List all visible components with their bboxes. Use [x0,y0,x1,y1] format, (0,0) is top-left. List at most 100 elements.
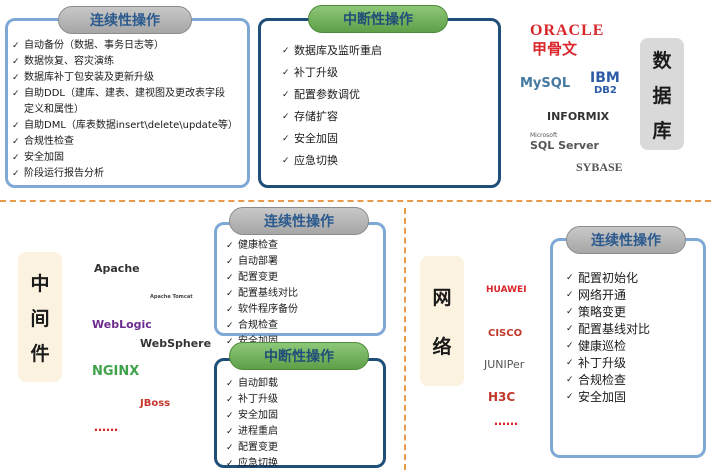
check-icon: ✓ [12,121,20,131]
list-item: ✓软件程序备份 [226,302,384,318]
check-icon: ✓ [226,289,234,299]
check-icon: ✓ [566,392,574,402]
db-interrupt-list: ✓数据库及监听重启 ✓补丁升级 ✓配置参数调优 ✓存储扩容 ✓安全加固 ✓应急切… [282,40,492,172]
db-section-label: 数 据 库 [640,38,684,150]
check-icon: ✓ [12,153,20,163]
check-icon: ✓ [12,89,20,99]
middleware-section-label: 中 间 件 [18,252,62,382]
check-icon: ✓ [226,411,234,421]
list-item: ✓自助DML（库表数据insert\delete\update等） [12,118,248,134]
db-interrupt-title: 中断性操作 [308,5,448,33]
net-continuous-title: 连续性操作 [566,226,686,254]
list-item: ✓配置基线对比 [226,286,384,302]
check-icon: ✓ [226,427,234,437]
db-continuous-title: 连续性操作 [58,6,192,34]
check-icon: ✓ [226,459,234,469]
microsoft-logo: Microsoft [530,132,558,139]
check-icon: ✓ [226,305,234,315]
list-item: ✓配置基线对比 [566,322,651,336]
tomcat-logo: Apache Tomcat [150,294,193,300]
list-item: ✓自助DDL（建库、建表、建视图及更改表字段 [12,86,248,102]
mw-continuous-title: 连续性操作 [229,207,369,235]
check-icon: ✓ [12,41,20,51]
check-icon: ✓ [282,112,290,122]
check-icon: ✓ [226,443,234,453]
list-item: ✓自动备份（数据、事务日志等） [12,38,248,54]
check-icon: ✓ [566,324,574,334]
list-item: ✓合规检查 [226,318,384,334]
list-item: ✓应急切换 [226,456,384,472]
check-icon: ✓ [566,307,574,317]
net-continuous-list: ✓配置初始化 ✓网络开通 ✓策略变更 ✓配置基线对比 ✓健康巡检 ✓补丁升级 ✓… [566,270,702,406]
check-icon: ✓ [12,73,20,83]
list-item: ✓进程重启 [226,424,384,440]
list-item: ✓安全加固 [566,390,627,404]
oracle-cn-logo: 甲骨文 [532,40,578,58]
mw-interrupt-title: 中断性操作 [229,342,369,370]
middleware-more: …… [94,420,118,434]
list-item: ✓阶段运行报告分析 [12,166,248,182]
h3c-logo: H3C [488,390,516,404]
list-item: ✓配置变更 [226,270,384,286]
mysql-logo: MySQL [520,76,571,91]
list-item: ✓数据库及监听重启 [282,40,492,62]
network-more: …… [494,414,518,428]
list-item: ✓网络开通 [566,288,627,302]
ibm-logo: IBM [590,70,620,86]
section-divider-vertical [404,208,406,470]
cisco-logo: CISCO [488,328,523,339]
mw-interrupt-list: ✓自动卸载 ✓补丁升级 ✓安全加固 ✓进程重启 ✓配置变更 ✓应急切换 [226,376,384,472]
apache-logo: Apache [94,262,140,275]
weblogic-logo: WebLogic [92,318,152,331]
check-icon: ✓ [226,241,234,251]
network-section-label: 网 络 [420,256,464,386]
sqlserver-logo: SQL Server [530,139,599,152]
huawei-logo: HUAWEI [486,285,527,295]
list-item: ✓补丁升级 [282,62,492,84]
check-icon: ✓ [226,337,234,347]
list-item: ✓配置初始化 [566,271,639,285]
list-item: ✓健康检查 [226,238,384,254]
list-item: ✓补丁升级 [226,392,384,408]
list-item: ✓配置参数调优 [282,84,492,106]
check-icon: ✓ [282,156,290,166]
check-icon: ✓ [12,137,20,147]
check-icon: ✓ [12,57,20,67]
informix-logo: INFORMIX [547,110,610,123]
check-icon: ✓ [282,134,290,144]
list-item: ✓配置变更 [226,440,384,456]
db-interrupt-box [258,18,501,188]
check-icon: ✓ [566,273,574,283]
check-icon: ✓ [226,395,234,405]
mw-continuous-list: ✓健康检查 ✓自动部署 ✓配置变更 ✓配置基线对比 ✓软件程序备份 ✓合规检查 … [226,238,384,350]
juniper-logo: JUNIPer [484,358,525,371]
list-item: ✓自动部署 [226,254,384,270]
list-item: ✓安全加固 [226,334,384,350]
list-item: ✓安全加固 [12,150,248,166]
list-item: ✓合规性检查 [12,134,248,150]
check-icon: ✓ [226,321,234,331]
check-icon: ✓ [566,358,574,368]
section-divider-horizontal [0,200,711,202]
check-icon: ✓ [566,341,574,351]
check-icon: ✓ [12,169,20,179]
check-icon: ✓ [566,290,574,300]
list-item: ✓健康巡检 [566,339,627,353]
oracle-logo: ORACLE [530,22,605,39]
list-item: ✓数据库补丁包安装及更新升级 [12,70,248,86]
list-item: ✓存储扩容 [282,106,492,128]
check-icon: ✓ [226,257,234,267]
check-icon: ✓ [282,68,290,78]
check-icon: ✓ [226,273,234,283]
sybase-logo: SYBASE [576,160,623,174]
db-continuous-list: ✓自动备份（数据、事务日志等） ✓数据恢复、容灾演练 ✓数据库补丁包安装及更新升… [12,38,248,182]
nginx-logo: NGINX [92,364,140,379]
list-item: ✓策略变更 [566,305,627,319]
check-icon: ✓ [282,90,290,100]
list-item: ✓数据恢复、容灾演练 [12,54,248,70]
list-item: ✓合规检查 [566,373,627,387]
websphere-logo: WebSphere [140,337,212,350]
db2-logo: DB2 [594,85,617,96]
list-item: ✓安全加固 [226,408,384,424]
list-item: ✓应急切换 [282,150,492,172]
